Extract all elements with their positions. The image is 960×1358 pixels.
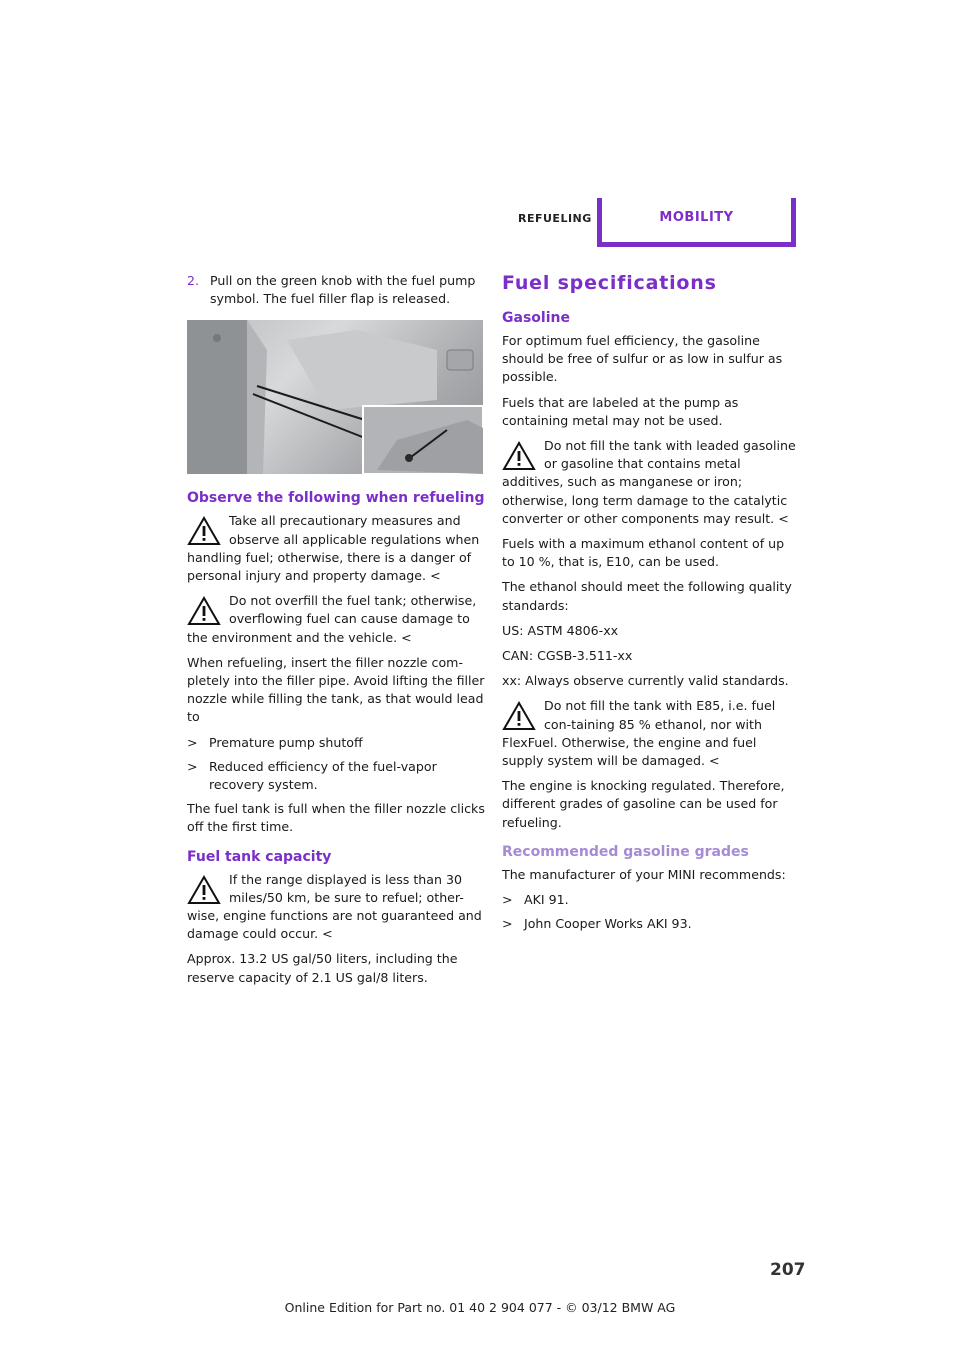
bullet-mark: >	[187, 758, 198, 774]
paragraph: CAN: CGSB-3.511-xx	[502, 648, 633, 664]
paragraph: xx: Always observe currently valid stand…	[502, 673, 789, 689]
bullet-mark: >	[502, 916, 513, 932]
list-item: > AKI 91.	[502, 891, 798, 909]
end-mark: <	[322, 926, 333, 942]
observe-heading: Observe the following when refueling	[187, 490, 485, 507]
section-title: Fuel specifications	[502, 272, 717, 294]
warning-icon	[187, 516, 221, 546]
section-label: REFUELING	[518, 212, 592, 225]
warning-5: Do not fill the tank with E85, i.e. fuel…	[502, 697, 798, 770]
warning-2: Do not overfill the fuel tank; otherwise…	[187, 592, 485, 647]
grades-heading: Recommended gasoline grades	[502, 843, 749, 860]
warning-icon	[502, 701, 536, 731]
footer-text: Online Edition for Part no. 01 40 2 904 …	[284, 1300, 676, 1315]
warning-icon	[187, 874, 221, 904]
list-item: > Reduced efficiency of the fuel-vapor r…	[187, 758, 485, 794]
tank-full-paragraph: The fuel tank is full when the filler no…	[187, 801, 485, 835]
paragraph: Fuels with a maximum ethanol content of …	[502, 536, 785, 570]
list-item: > Premature pump shutoff	[187, 734, 485, 752]
warning-text: Take all precautionary measures and obse…	[187, 513, 480, 584]
warning-text: Do not fill the tank with leaded gasolin…	[502, 438, 796, 526]
step-2: 2. Pull on the green knob with the fuel …	[187, 272, 485, 308]
list-item-text: John Cooper Works AKI 93.	[524, 916, 692, 932]
end-mark: <	[430, 568, 441, 584]
list-item-text: Reduced efficiency of the fuel-vapor rec…	[209, 758, 437, 793]
warning-text: Do not overfill the fuel tank; otherwise…	[187, 593, 477, 645]
photo-illustration	[187, 320, 483, 475]
paragraph: The manufacturer of your MINI recommends…	[502, 866, 786, 882]
warning-icon	[187, 596, 221, 626]
refuel-paragraph: When refueling, insert the filler nozzle…	[187, 654, 485, 725]
warning-4: Do not fill the tank with leaded gasolin…	[502, 437, 798, 528]
end-mark: <	[401, 629, 412, 645]
fuel-flap-release-photo	[187, 320, 483, 475]
paragraph: Fuels that are labeled at the pump as co…	[502, 394, 739, 428]
list-item-text: Premature pump shutoff	[209, 734, 363, 750]
capacity-heading: Fuel tank capacity	[187, 848, 332, 865]
step-number: 2.	[187, 273, 200, 288]
bullet-mark: >	[187, 734, 198, 750]
list-item-text: AKI 91.	[524, 892, 569, 908]
capacity-paragraph: Approx. 13.2 US gal/50 liters, including…	[187, 951, 458, 985]
gasoline-heading: Gasoline	[502, 310, 570, 326]
paragraph: The ethanol should meet the following qu…	[502, 579, 792, 613]
paragraph: For optimum fuel efficiency, the gasolin…	[502, 333, 783, 385]
warning-1: Take all precautionary measures and obse…	[187, 512, 485, 585]
chapter-tab-label: MOBILITY	[659, 210, 734, 225]
warning-3: If the range displayed is less than 30 m…	[187, 871, 485, 944]
step-text: Pull on the green knob with the fuel pum…	[210, 273, 476, 307]
end-mark: <	[709, 753, 720, 769]
right-column: Fuel specifications Gasoline For optimum…	[502, 270, 798, 939]
paragraph: US: ASTM 4806-xx	[502, 622, 619, 638]
page-number: 207	[770, 1260, 806, 1280]
left-column: 2. Pull on the green knob with the fuel …	[187, 272, 485, 994]
paragraph: The engine is knocking regulated. Theref…	[502, 778, 785, 830]
chapter-tab: MOBILITY	[597, 198, 796, 247]
warning-icon	[502, 441, 536, 471]
end-mark: <	[778, 510, 789, 526]
warning-text: Do not fill the tank with E85, i.e. fuel…	[502, 698, 776, 769]
bullet-mark: >	[502, 892, 513, 908]
warning-text: If the range displayed is less than 30 m…	[187, 871, 482, 942]
list-item: > John Cooper Works AKI 93.	[502, 915, 798, 933]
